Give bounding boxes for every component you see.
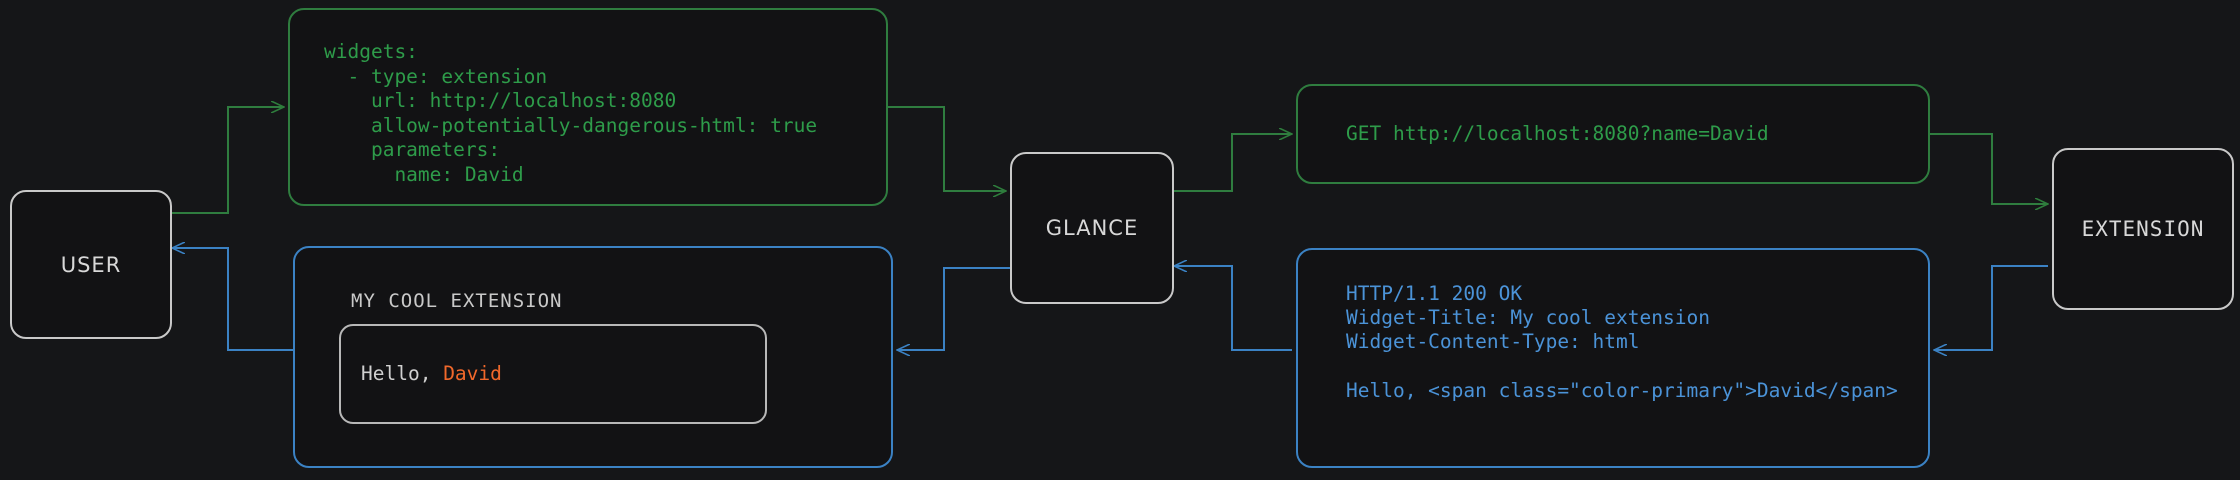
node-glance[interactable]: GLANCE — [1010, 152, 1174, 304]
http-response-card: HTTP/1.1 200 OK Widget-Title: My cool ex… — [1296, 248, 1930, 468]
rendered-widget-body: Hello, David — [339, 324, 767, 424]
greeting-prefix: Hello, — [361, 362, 444, 385]
rendered-widget-greeting: Hello, David — [361, 362, 502, 385]
node-extension-label: EXTENSION — [2081, 217, 2205, 241]
rendered-widget-card: MY COOL EXTENSION Hello, David — [293, 246, 893, 468]
widget-yaml-config-card: widgets: - type: extension url: http://l… — [288, 8, 888, 206]
wire-response-to-glance — [1174, 266, 1292, 351]
node-user[interactable]: USER — [10, 190, 172, 339]
wire-glance-to-request — [1170, 134, 1292, 192]
wire-user-to-config — [168, 107, 284, 214]
http-response-body: Hello, <span class="color-primary">David… — [1346, 379, 1898, 402]
wire-widget-to-user — [172, 248, 293, 351]
wire-extension-to-response — [1934, 265, 2048, 350]
node-user-label: USER — [60, 252, 122, 277]
rendered-widget-title: MY COOL EXTENSION — [351, 290, 563, 312]
http-request-card: GET http://localhost:8080?name=David — [1296, 84, 1930, 184]
wire-request-to-extension — [1930, 133, 2048, 204]
widget-yaml-config-code: widgets: - type: extension url: http://l… — [324, 40, 818, 186]
http-response-header-title: Widget-Title: My cool extension — [1346, 306, 1710, 329]
wire-config-to-glance — [888, 106, 1006, 191]
http-response-status: HTTP/1.1 200 OK — [1346, 282, 1523, 305]
greeting-name: David — [443, 362, 502, 385]
wire-glance-to-widget — [897, 267, 1010, 350]
node-extension[interactable]: EXTENSION — [2052, 148, 2234, 310]
http-request-code: GET http://localhost:8080?name=David — [1346, 122, 1769, 145]
http-response-header-content-type: Widget-Content-Type: html — [1346, 330, 1640, 353]
node-glance-label: GLANCE — [1045, 216, 1139, 240]
